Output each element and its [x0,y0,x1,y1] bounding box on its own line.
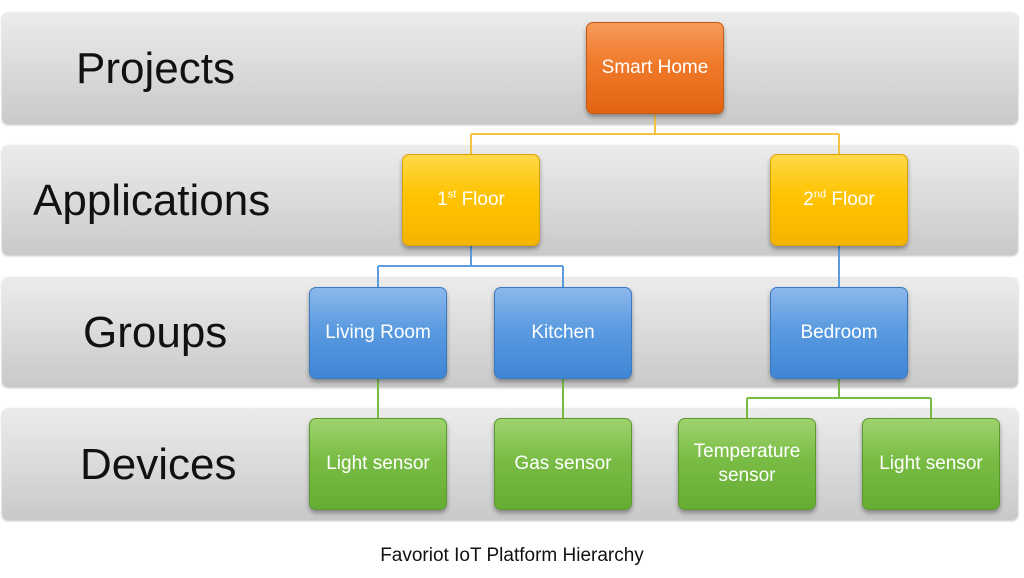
node-light-sensor-living: Light sensor [309,418,447,510]
node-gas-sensor-label: Gas sensor [514,453,612,475]
node-smart-home: Smart Home [586,22,724,114]
level-label-groups: Groups [83,308,228,357]
node-kitchen: Kitchen [494,287,632,379]
node-living-room-label: Living Room [325,322,431,344]
level-label-applications: Applications [33,176,271,225]
band-projects [2,12,1018,124]
node-light-sensor-living-label: Light sensor [326,453,430,475]
node-light-sensor-bedroom-label: Light sensor [879,453,983,475]
node-1st-floor-label: 1st Floor [437,188,505,211]
node-2nd-floor-label: 2nd Floor [803,188,875,211]
node-2nd-floor: 2nd Floor [770,154,908,246]
diagram-caption: Favoriot IoT Platform Hierarchy [380,545,644,566]
node-gas-sensor: Gas sensor [494,418,632,510]
node-1st-floor: 1st Floor [402,154,540,246]
node-smart-home-label: Smart Home [601,57,709,79]
node-bedroom: Bedroom [770,287,908,379]
node-kitchen-label: Kitchen [531,322,595,344]
level-label-projects: Projects [76,44,235,93]
node-living-room: Living Room [309,287,447,379]
node-bedroom-label: Bedroom [800,322,878,344]
node-light-sensor-bedroom: Light sensor [862,418,1000,510]
level-label-devices: Devices [80,440,237,489]
